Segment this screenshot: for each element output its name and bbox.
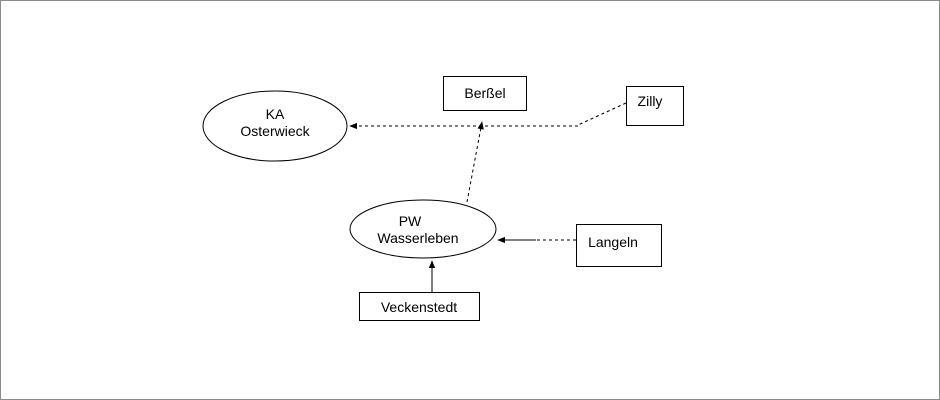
- ka-osterwieck-line2: Osterwieck: [240, 123, 310, 139]
- node-langeln: Langeln: [576, 224, 662, 267]
- ka-osterwieck-line1: KA: [266, 106, 285, 122]
- node-pw-wasserleben: PW Wasserleben: [349, 199, 497, 259]
- pw-wasserleben-line1: PW: [399, 213, 422, 229]
- zilly-label: Zilly: [638, 93, 663, 109]
- edge-zilly-segment: [577, 102, 627, 126]
- pw-wasserleben-line2: Wasserleben: [377, 230, 458, 246]
- node-veckenstedt: Veckenstedt: [359, 292, 480, 321]
- edge-pw-to-main-line: [466, 121, 484, 203]
- node-ka-osterwieck: KA Osterwieck: [202, 90, 348, 162]
- veckenstedt-label: Veckenstedt: [381, 299, 457, 315]
- node-bersel: Berßel: [443, 76, 527, 111]
- langeln-label: Langeln: [588, 234, 638, 250]
- node-zilly: Zilly: [626, 86, 684, 126]
- bersel-label: Berßel: [464, 85, 505, 101]
- edges: [349, 102, 627, 292]
